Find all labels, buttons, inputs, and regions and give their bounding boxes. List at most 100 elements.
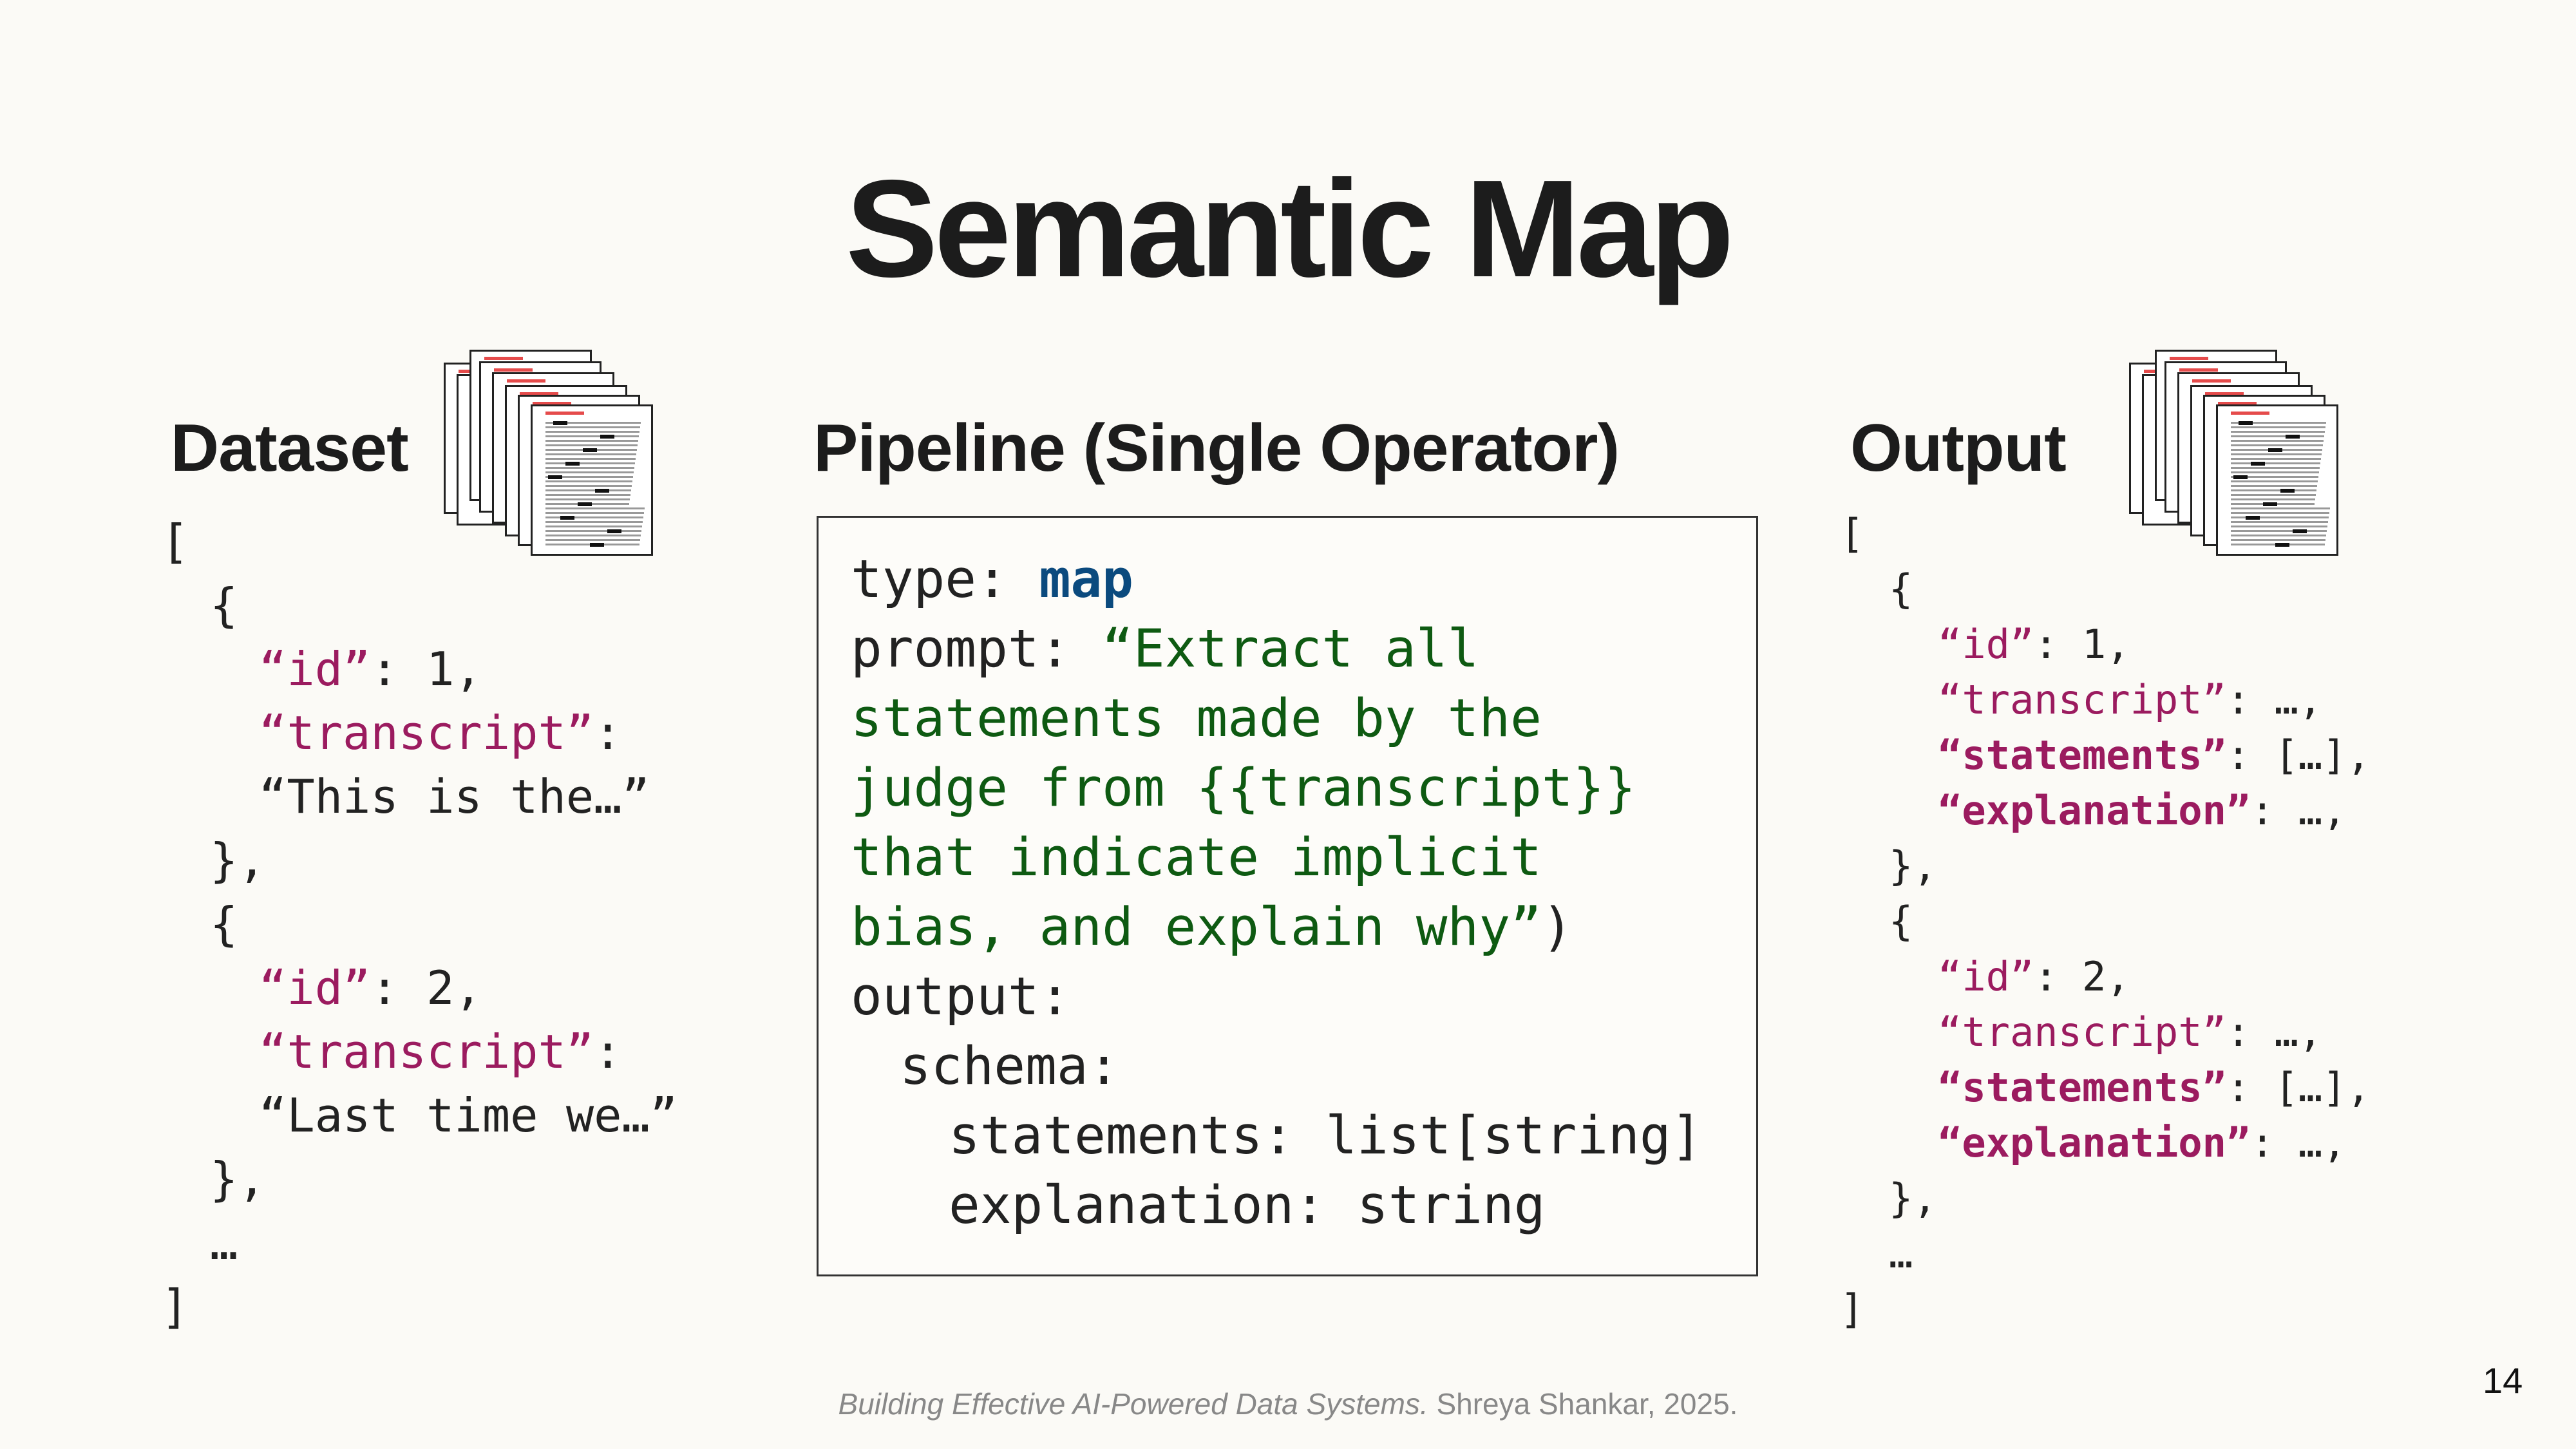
code-token: { [1889, 565, 1913, 612]
code-line: explanation: string [949, 1171, 1546, 1240]
code-token: “Last time we…” [259, 1088, 678, 1142]
code-line: schema: [900, 1032, 1119, 1101]
code-line: “explanation”: …, [1938, 1115, 2347, 1171]
code-token: : …, [2226, 676, 2323, 723]
code-line: }, [1889, 838, 1937, 894]
code-token: bias, and explain why” [851, 897, 1542, 958]
code-token: }, [210, 1152, 266, 1206]
footer-citation: Building Effective AI-Powered Data Syste… [0, 1386, 2576, 1422]
pipeline-code-box [817, 516, 1758, 1276]
code-token: statements: list[string] [949, 1106, 1703, 1166]
code-token: “explanation” [1938, 1119, 2251, 1166]
code-token: “Extract all [1102, 619, 1479, 679]
code-line: … [210, 1211, 238, 1275]
code-token: “id” [259, 961, 371, 1015]
code-token: “statements” [1938, 1064, 2226, 1111]
code-token: ) [1541, 897, 1573, 958]
document-page [531, 404, 653, 556]
code-line: “id”: 1, [1938, 617, 2130, 672]
code-line: output: [851, 962, 1070, 1032]
code-token: “id” [1938, 953, 2034, 1000]
code-line: “This is the…” [259, 765, 650, 829]
code-token: }, [1889, 842, 1937, 889]
code-token: [ [1840, 510, 1864, 557]
code-token: … [210, 1216, 238, 1270]
document-stack-icon [2129, 350, 2338, 556]
code-token: type: [851, 549, 1039, 610]
code-line: that indicate implicit [851, 823, 1542, 893]
code-line: judge from {{transcript}} [851, 753, 1636, 823]
code-line: }, [210, 829, 266, 893]
code-line: prompt: “Extract all [851, 614, 1479, 684]
pipeline-heading: Pipeline (Single Operator) [813, 411, 1620, 486]
code-token: “transcript” [1938, 676, 2226, 723]
code-token: “id” [259, 642, 371, 696]
document-page [2216, 404, 2338, 556]
code-token: [ [161, 515, 189, 569]
code-line: [ [1840, 506, 1864, 562]
code-token: schema: [900, 1036, 1120, 1097]
slide-title: Semantic Map [846, 151, 1734, 306]
code-line: “statements”: […], [1938, 1060, 2371, 1115]
code-line: bias, and explain why”) [851, 893, 1573, 962]
code-token: “statements” [1938, 732, 2226, 779]
code-token: { [1889, 898, 1913, 945]
code-line: ] [1840, 1282, 1864, 1337]
code-line: “statements”: […], [1938, 728, 2371, 783]
dataset-heading: Dataset [171, 411, 409, 486]
code-token: : …, [2226, 1009, 2323, 1056]
code-token: : 1, [370, 642, 482, 696]
code-line: }, [1889, 1171, 1937, 1226]
code-line: “id”: 1, [259, 638, 482, 701]
citation-author: Shreya Shankar, 2025. [1428, 1387, 1738, 1421]
code-line: … [1889, 1226, 1913, 1282]
code-token: “transcript” [259, 1025, 594, 1079]
code-token: }, [210, 833, 266, 887]
code-line: { [1889, 894, 1913, 949]
code-line: “id”: 2, [1938, 949, 2130, 1005]
code-line: “transcript”: [259, 1020, 622, 1084]
code-token: : 2, [370, 961, 482, 1015]
citation-title: Building Effective AI-Powered Data Syste… [838, 1387, 1428, 1421]
code-line: statements made by the [851, 684, 1542, 753]
code-token: map [1039, 549, 1133, 610]
code-token: … [1889, 1230, 1913, 1277]
code-token: prompt: [851, 619, 1103, 679]
code-token: ] [1840, 1285, 1864, 1332]
code-line: ] [161, 1275, 189, 1339]
code-token: “transcript” [1938, 1009, 2226, 1056]
code-line: “Last time we…” [259, 1084, 677, 1148]
code-line: [ [161, 510, 189, 574]
code-token: { [210, 897, 238, 951]
code-line: { [210, 893, 238, 956]
code-token: : […], [2226, 1064, 2371, 1111]
code-token: : …, [2250, 1119, 2347, 1166]
code-token: explanation: string [949, 1175, 1546, 1236]
code-line: “explanation”: …, [1938, 783, 2347, 838]
code-token: ] [161, 1280, 189, 1334]
code-line: { [1889, 562, 1913, 617]
code-token: “explanation” [1938, 787, 2251, 834]
code-token: { [210, 578, 238, 632]
code-token: }, [1889, 1175, 1937, 1222]
code-token: judge from {{transcript}} [851, 758, 1636, 819]
output-heading: Output [1850, 411, 2067, 486]
code-token: : 1, [2034, 621, 2130, 668]
code-token: : […], [2226, 732, 2371, 779]
code-line: statements: list[string] [949, 1101, 1702, 1171]
code-token: output: [851, 967, 1071, 1027]
code-token: : 2, [2034, 953, 2130, 1000]
code-token: statements made by the [851, 688, 1542, 749]
code-token: : …, [2250, 787, 2347, 834]
code-line: “transcript”: [259, 701, 622, 765]
code-token: : [594, 1025, 622, 1079]
code-line: “transcript”: …, [1938, 672, 2322, 728]
document-stack-icon [444, 350, 653, 556]
code-token: “This is the…” [259, 770, 650, 824]
code-token: “id” [1938, 621, 2034, 668]
code-line: type: map [851, 545, 1133, 614]
code-token: that indicate implicit [851, 828, 1542, 888]
code-line: { [210, 574, 238, 638]
code-line: “transcript”: …, [1938, 1005, 2322, 1060]
code-line: }, [210, 1148, 266, 1211]
